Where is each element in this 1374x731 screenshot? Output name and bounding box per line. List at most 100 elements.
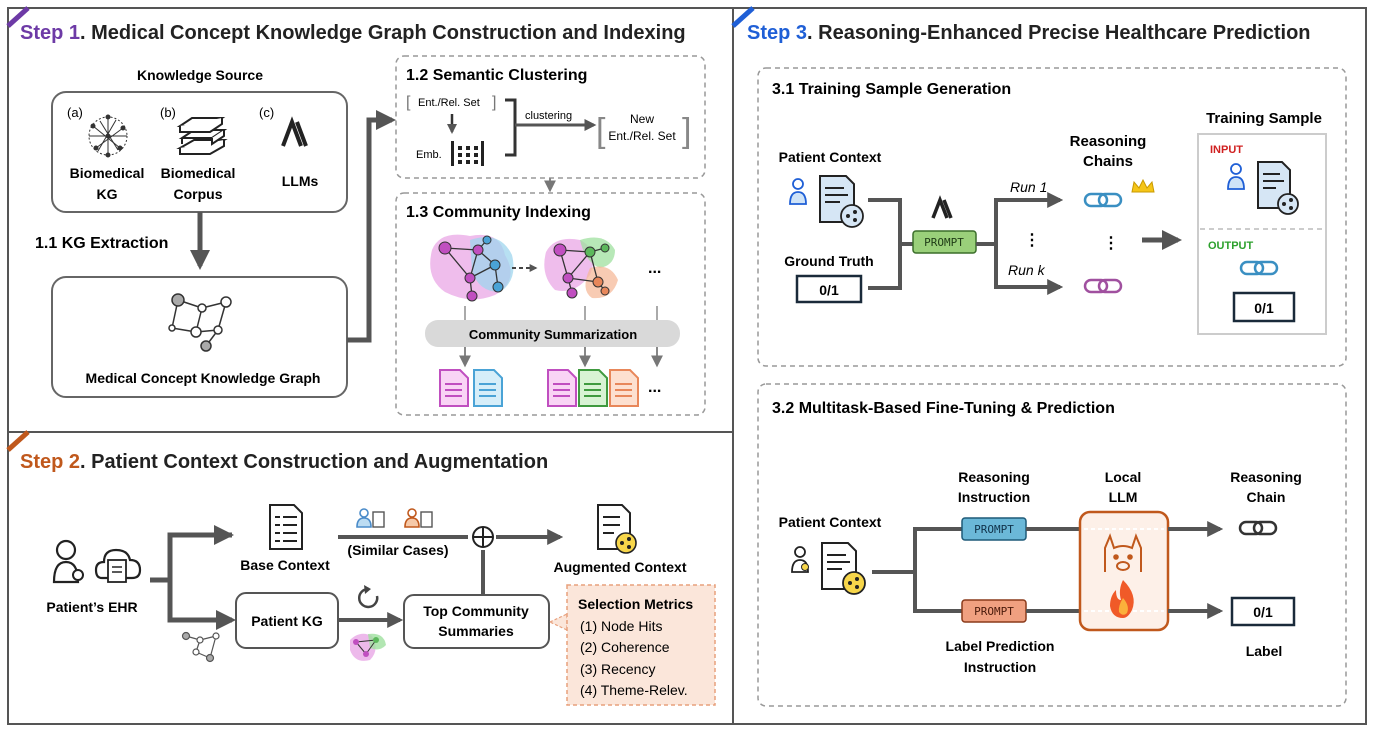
ground-truth-box xyxy=(795,274,863,304)
new-set-bracket-right: ] xyxy=(682,112,691,150)
chain-vertical-ellipsis: ⋮ xyxy=(1103,235,1119,252)
top-summaries-box xyxy=(403,594,550,649)
knowledge-source-title: Knowledge Source xyxy=(137,67,263,83)
step3-title: . Reasoning-Enhanced Precise Healthcare … xyxy=(807,22,1311,44)
metric-1: (1) Node Hits xyxy=(580,618,662,634)
ehr-cloud-icon xyxy=(94,548,142,583)
set-bracket-left: [ xyxy=(406,94,411,111)
patient-context-label-2: Patient Context xyxy=(779,514,882,530)
output-value-box xyxy=(1232,291,1296,323)
community-graph-2 xyxy=(544,237,618,299)
emb-label: Emb. xyxy=(416,149,442,161)
run1-label: Run 1 xyxy=(1010,179,1047,195)
reasoning-chains-line2: Chains xyxy=(1083,153,1133,170)
llama-icon xyxy=(1104,533,1142,572)
training-sample-label: Training Sample xyxy=(1206,110,1322,127)
step3-panel xyxy=(732,7,1367,725)
mckg-label: Medical Concept Knowledge Graph xyxy=(86,370,321,386)
new-set-line1: New xyxy=(630,112,654,126)
input-doc-icon xyxy=(1257,161,1299,215)
finetuning-box xyxy=(757,383,1347,707)
patient-context-doc-icon-1 xyxy=(819,175,864,228)
ehr-split-connector xyxy=(150,532,232,623)
input-tag: INPUT xyxy=(1210,144,1243,156)
community-summarization-label: Community Summarization xyxy=(469,327,637,342)
llm-logo-icon-2 xyxy=(931,195,953,219)
metric-3: (3) Recency xyxy=(580,661,655,677)
community-indexing-box xyxy=(395,192,706,416)
local-llm-line1: Local xyxy=(1105,469,1142,485)
step1-title: . Medical Concept Knowledge Graph Constr… xyxy=(80,22,686,44)
community-ellipsis-1: ... xyxy=(648,260,661,277)
step3-accent-mark xyxy=(731,6,755,28)
patient-icon-1 xyxy=(789,178,807,205)
reasoning-chain-line2: Chain xyxy=(1247,489,1286,505)
patient-context-doc-icon-2 xyxy=(821,542,866,595)
reasoning-chains-line1: Reasoning xyxy=(1070,133,1147,150)
metric-2: (2) Coherence xyxy=(580,639,670,655)
svg-text:Step 1. Medical Concept Knowle: Step 1. Medical Concept Knowledge Graph … xyxy=(20,22,686,44)
source-a-letter: (a) xyxy=(67,105,83,120)
similar-case-icon-orange xyxy=(404,508,433,528)
semantic-clustering-title: 1.2 Semantic Clustering xyxy=(406,67,587,84)
prompt-chip-orange-label: PROMPT xyxy=(974,605,1014,618)
prompt-chip-blue-label: PROMPT xyxy=(974,523,1014,536)
doctor-icon xyxy=(52,539,84,584)
flame-icon xyxy=(1110,580,1134,618)
step2-accent-mark xyxy=(6,430,30,452)
patient-context-label-1: Patient Context xyxy=(779,149,882,165)
selection-metrics-box xyxy=(566,584,716,706)
llm-logo-icon xyxy=(281,116,308,147)
refresh-icon xyxy=(357,585,379,609)
clustering-label: clustering xyxy=(525,110,572,122)
step2-label: Step 2 xyxy=(20,451,80,473)
crown-icon xyxy=(1131,178,1155,193)
output-value: 0/1 xyxy=(1254,300,1274,316)
run-vertical-ellipsis: ⋮ xyxy=(1024,232,1040,249)
step2-title: . Patient Context Construction and Augme… xyxy=(80,451,548,473)
source-b-line2: Corpus xyxy=(174,186,223,202)
label-instruction-line1: Label Prediction xyxy=(946,638,1055,654)
output-chain-icon-2 xyxy=(1238,520,1278,536)
top-summaries-line2: Summaries xyxy=(438,623,514,639)
ent-rel-set-label: Ent./Rel. Set xyxy=(418,97,480,109)
patient-icon-3 xyxy=(791,546,809,573)
reasoning-instruction-line1: Reasoning xyxy=(958,469,1030,485)
source-b-letter: (b) xyxy=(160,105,176,120)
set-bracket-right: ] xyxy=(492,94,496,111)
patient-ehr-label: Patient’s EHR xyxy=(46,599,137,615)
mini-community-graph-icon xyxy=(350,633,386,661)
knowledge-graph-icon xyxy=(168,293,232,352)
community-graph-1 xyxy=(430,234,514,302)
source-a-line2: KG xyxy=(97,186,118,202)
books-icon xyxy=(176,117,228,155)
patient-kg-label: Patient KG xyxy=(251,613,323,629)
finetuning-title: 3.2 Multitask-Based Fine-Tuning & Predic… xyxy=(772,400,1115,417)
metrics-callout-pointer xyxy=(548,613,568,631)
runk-label: Run k xyxy=(1008,262,1046,278)
source-c-line1: LLMs xyxy=(282,173,319,189)
svg-text:Step 2. Patient Context Constr: Step 2. Patient Context Construction and… xyxy=(20,451,548,473)
small-graph-icon xyxy=(181,631,220,663)
base-context-doc-icon xyxy=(269,504,303,550)
step1-accent-mark xyxy=(6,6,30,28)
local-llm-line2: LLM xyxy=(1109,489,1138,505)
output-tag: OUTPUT xyxy=(1208,240,1254,252)
summarization-arrows xyxy=(459,347,663,368)
summarization-connectors xyxy=(464,306,658,322)
training-generation-box xyxy=(757,67,1347,367)
inputs-to-prompt-connector xyxy=(868,198,913,290)
source-a-line1: Biomedical xyxy=(70,165,145,181)
direct-sum-icon xyxy=(472,526,494,548)
chain-icon-purple xyxy=(1083,278,1123,294)
network-globe-icon xyxy=(88,114,128,158)
selection-metrics-title: Selection Metrics xyxy=(578,596,693,612)
svg-text:Step 3. Reasoning-Enhanced Pre: Step 3. Reasoning-Enhanced Precise Healt… xyxy=(747,22,1311,44)
step3-label: Step 3 xyxy=(747,22,807,44)
label-caption: Label xyxy=(1246,643,1283,659)
chain-icon-blue xyxy=(1083,192,1123,208)
ground-truth-label: Ground Truth xyxy=(784,253,873,269)
metric-4: (4) Theme-Relev. xyxy=(580,682,688,698)
clustering-bracket xyxy=(505,98,517,157)
reasoning-instruction-line2: Instruction xyxy=(958,489,1030,505)
